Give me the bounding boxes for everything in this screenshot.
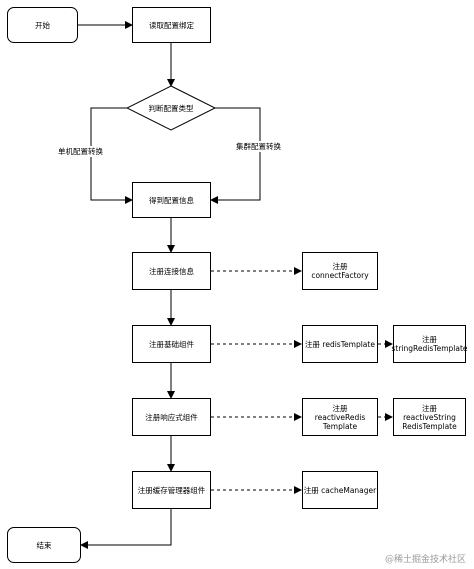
end-node: 结束: [7, 527, 81, 563]
register-basic-node: 注册基础组件: [132, 325, 211, 363]
register-cache-node: 注册缓存管理器组件: [132, 471, 211, 509]
judge-type-label: 判断配置类型: [148, 103, 194, 113]
register-connection-node: 注册连接信息: [132, 252, 211, 290]
edge-cache-end: [80, 509, 172, 549]
connect-factory-node: 注册 connectFactory: [302, 252, 378, 290]
cache-manager-node: 注册 cacheManager: [302, 471, 378, 509]
reactive-string-redis-template-node: 注册 reactiveString RedisTemplate: [393, 398, 466, 436]
redis-template-node: 注册 redisTemplate: [302, 325, 378, 363]
edge-judge-cluster: [210, 107, 261, 204]
read-config-node: 读取配置绑定: [132, 7, 211, 43]
get-config-node: 得到配置信息: [132, 182, 211, 218]
start-node: 开始: [7, 7, 78, 43]
edge-label-cluster: 集群配置转换: [236, 141, 281, 152]
decision-diamond: [125, 85, 217, 131]
edge-label-single: 单机配置转换: [58, 146, 103, 157]
watermark-text: @稀土掘金技术社区: [384, 555, 466, 565]
string-redis-template-node: 注册 stringRedisTemplate: [392, 325, 468, 363]
register-reactive-node: 注册响应式组件: [132, 398, 211, 436]
reactive-redis-template-node: 注册 reactiveRedis Template: [302, 398, 378, 436]
